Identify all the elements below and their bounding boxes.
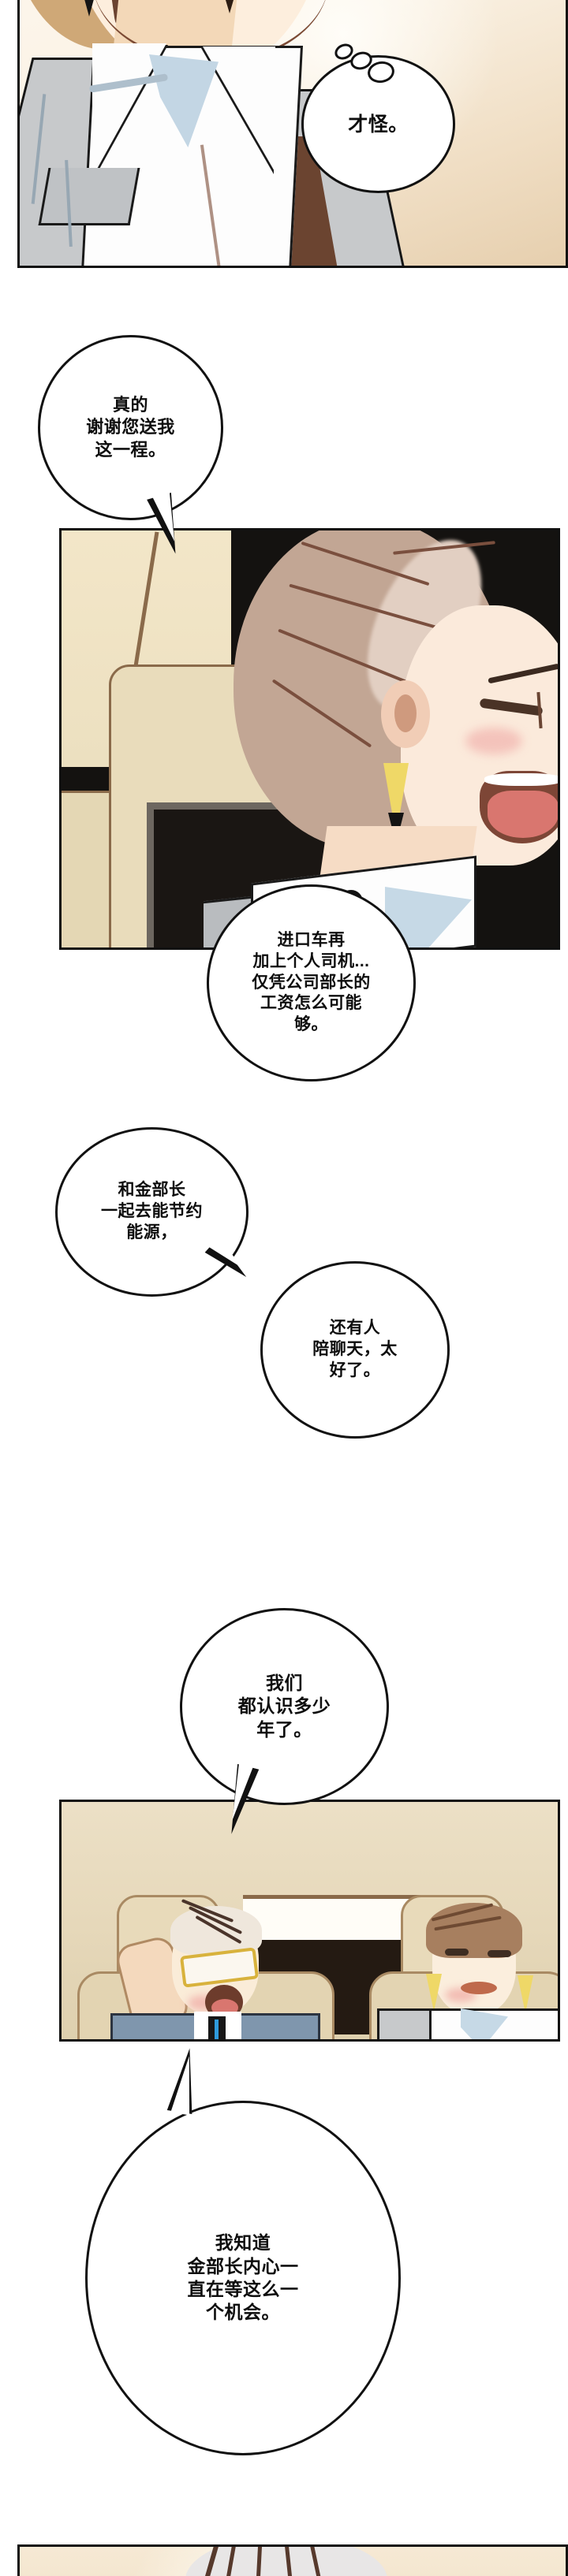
speech-bubble-7: 我知道 金部长内心一 直在等这么一 个机会。 (85, 2101, 401, 2455)
comic-panel-1 (17, 0, 568, 268)
speech-bubble-4: 和金部长 一起去能节约 能源， (55, 1127, 248, 1297)
speech-bubble-6-text: 我们 都认识多少 年了。 (237, 1672, 331, 1740)
speech-bubble-3-text: 进口车再 加上个人司机... 仅凭公司部长的 工资怎么可能 够。 (252, 930, 371, 1034)
speech-bubble-3: 进口车再 加上个人司机... 仅凭公司部长的 工资怎么可能 够。 (207, 884, 416, 1081)
speech-bubble-4-text: 和金部长 一起去能节约 能源， (101, 1181, 203, 1241)
woman-earring-left (426, 1974, 442, 2012)
man-necktie-stripe (215, 2019, 219, 2039)
blazer-pocket (38, 168, 140, 225)
ear-inner (394, 694, 417, 732)
earring-right-tip (222, 0, 237, 13)
speech-bubble-5-text: 还有人 陪聊天，太 好了。 (312, 1319, 398, 1379)
speech-bubble-5: 还有人 陪聊天，太 好了。 (260, 1261, 450, 1439)
speech-bubble-7-text: 我知道 金部长内心一 直在等这么一 个机会。 (187, 2232, 299, 2323)
woman-hair (426, 1903, 522, 1958)
thought-bubble-1-text: 才怪。 (348, 113, 409, 136)
comic-panel-4 (17, 2544, 568, 2576)
cheek-blush (465, 728, 522, 754)
woman-earring-right (518, 1975, 533, 2013)
comic-panel-3 (59, 1800, 560, 2042)
speech-bubble-6: 我们 都认识多少 年了。 (180, 1608, 389, 1805)
speech-bubble-2-text: 真的 谢谢您送我 这一程。 (86, 395, 175, 460)
tongue (488, 791, 558, 838)
woman-lips (461, 1982, 497, 1994)
woman-eye-right (488, 1950, 511, 1957)
teeth (484, 773, 558, 786)
earring-left-tip (79, 0, 99, 17)
woman-eye-left (445, 1949, 469, 1956)
speech-bubble-2: 真的 谢谢您送我 这一程。 (38, 335, 223, 520)
comic-panel-2 (59, 528, 560, 950)
